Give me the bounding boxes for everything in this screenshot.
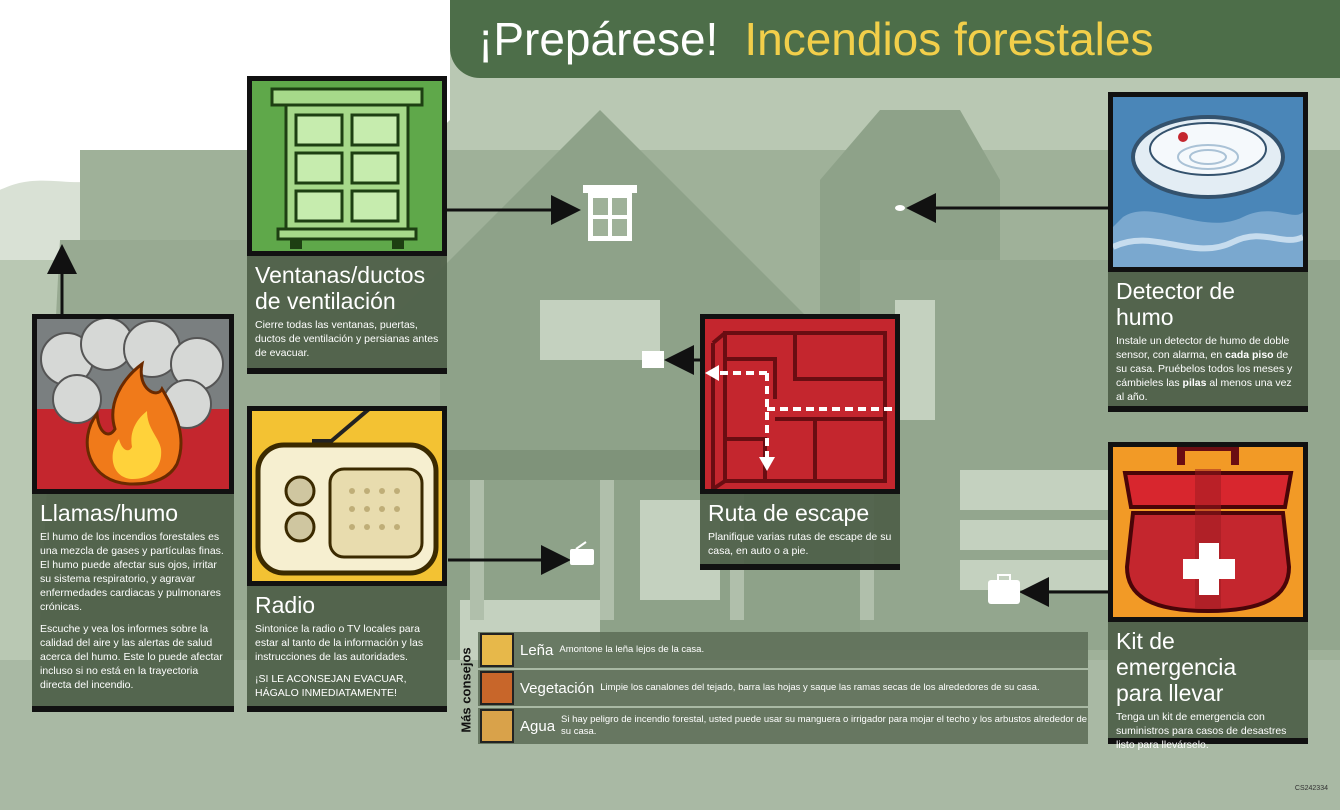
radio-icon	[255, 411, 439, 576]
detector-text-c: al menos una vez al año.	[1116, 377, 1292, 403]
kit-panel: Kit de emergencia para llevar Tenga un k…	[1108, 622, 1308, 751]
small-map-icon	[642, 351, 664, 368]
ventanas-title-2: de ventilación	[255, 288, 396, 314]
tip-vegetacion-title: Vegetación	[520, 679, 595, 697]
escape-route-frame	[700, 314, 900, 494]
tip-agua-title: Agua	[520, 717, 556, 735]
llamas-title: Llamas/humo	[40, 500, 179, 526]
kit-text: Tenga un kit de emergencia con suministr…	[1116, 711, 1287, 751]
ventanas-panel: Ventanas/ductos de ventilación Cierre to…	[247, 256, 447, 374]
tip-lena-text: Amontone la leña lejos de la casa.	[559, 644, 705, 655]
llamas-text-2: Escuche y vea los informes sobre la cali…	[40, 623, 223, 691]
fire-smoke-icon	[37, 319, 229, 486]
tip-lena-title: Leña	[520, 641, 554, 659]
kit-title-2: para llevar	[1116, 680, 1224, 706]
tip-vegetacion-text: Limpie los canalones del tejado, barra l…	[600, 682, 1040, 693]
window-frame	[247, 76, 447, 256]
fire-smoke-frame	[32, 314, 234, 494]
more-tips-text: Más consejos	[458, 647, 474, 733]
page-title: ¡Prepárese!	[478, 13, 719, 65]
kit-title-1: Kit de emergencia	[1116, 628, 1237, 680]
tip-lena: Leña Amontone la leña lejos de la casa.	[478, 632, 1088, 668]
detector-text-bold-2: pilas	[1182, 377, 1207, 389]
detector-text-b: de su casa. Pruébelos todos los meses y …	[1116, 349, 1293, 389]
small-window-icon	[583, 185, 637, 241]
window-icon	[270, 87, 424, 249]
leaves-icon	[480, 671, 514, 705]
tip-agua: Agua Si hay peligro de incendio forestal…	[478, 708, 1088, 744]
radio-panel: Radio Sintonice la radio o TV locales pa…	[247, 586, 447, 712]
escape-panel: Ruta de escape Planifique varias rutas d…	[700, 494, 900, 570]
radio-warning: ¡SI LE ACONSEJAN EVACUAR, HÁGALO INMEDIA…	[255, 673, 407, 699]
detector-text-a: Instale un detector de humo de doble sen…	[1116, 335, 1290, 361]
radio-text: Sintonice la radio o TV locales para est…	[255, 623, 424, 663]
title-bar: ¡Prepárese! Incendios forestales	[450, 0, 1340, 78]
more-tips-label: Más consejos	[455, 636, 477, 744]
escape-text: Planifique varias rutas de escape de su …	[708, 531, 892, 557]
ventanas-title-1: Ventanas/ductos	[255, 262, 426, 288]
page-subtitle: Incendios forestales	[744, 13, 1154, 65]
smoke-detector-icon	[1113, 115, 1303, 267]
llamas-panel: Llamas/humo El humo de los incendios for…	[32, 494, 234, 712]
ventanas-text: Cierre todas las ventanas, puertas, duct…	[255, 319, 439, 359]
detector-panel: Detector de humo Instale un detector de …	[1108, 272, 1308, 412]
water-hose-icon	[480, 709, 514, 743]
tip-agua-text: Si hay peligro de incendio forestal, ust…	[561, 714, 1088, 737]
detector-text: Instale un detector de humo de doble sen…	[1116, 334, 1300, 404]
detector-title-2: humo	[1116, 304, 1174, 330]
llamas-text-1: El humo de los incendios forestales es u…	[40, 531, 224, 613]
small-radio-icon	[570, 549, 594, 565]
firewood-icon	[480, 633, 514, 667]
escape-route-map-icon	[705, 331, 895, 489]
small-kit-icon	[988, 580, 1020, 604]
radio-title: Radio	[255, 592, 316, 618]
detector-title-1: Detector de	[1116, 278, 1235, 304]
detector-frame	[1108, 92, 1308, 272]
document-code: CS242334	[1294, 785, 1328, 792]
small-detector-icon	[895, 205, 905, 211]
escape-title: Ruta de escape	[708, 500, 870, 526]
radio-frame	[247, 406, 447, 586]
kit-frame	[1108, 442, 1308, 622]
tip-vegetacion: Vegetación Limpie los canalones del teja…	[478, 670, 1088, 706]
detector-text-bold-1: cada piso	[1225, 349, 1274, 361]
first-aid-kit-icon	[1122, 447, 1294, 614]
